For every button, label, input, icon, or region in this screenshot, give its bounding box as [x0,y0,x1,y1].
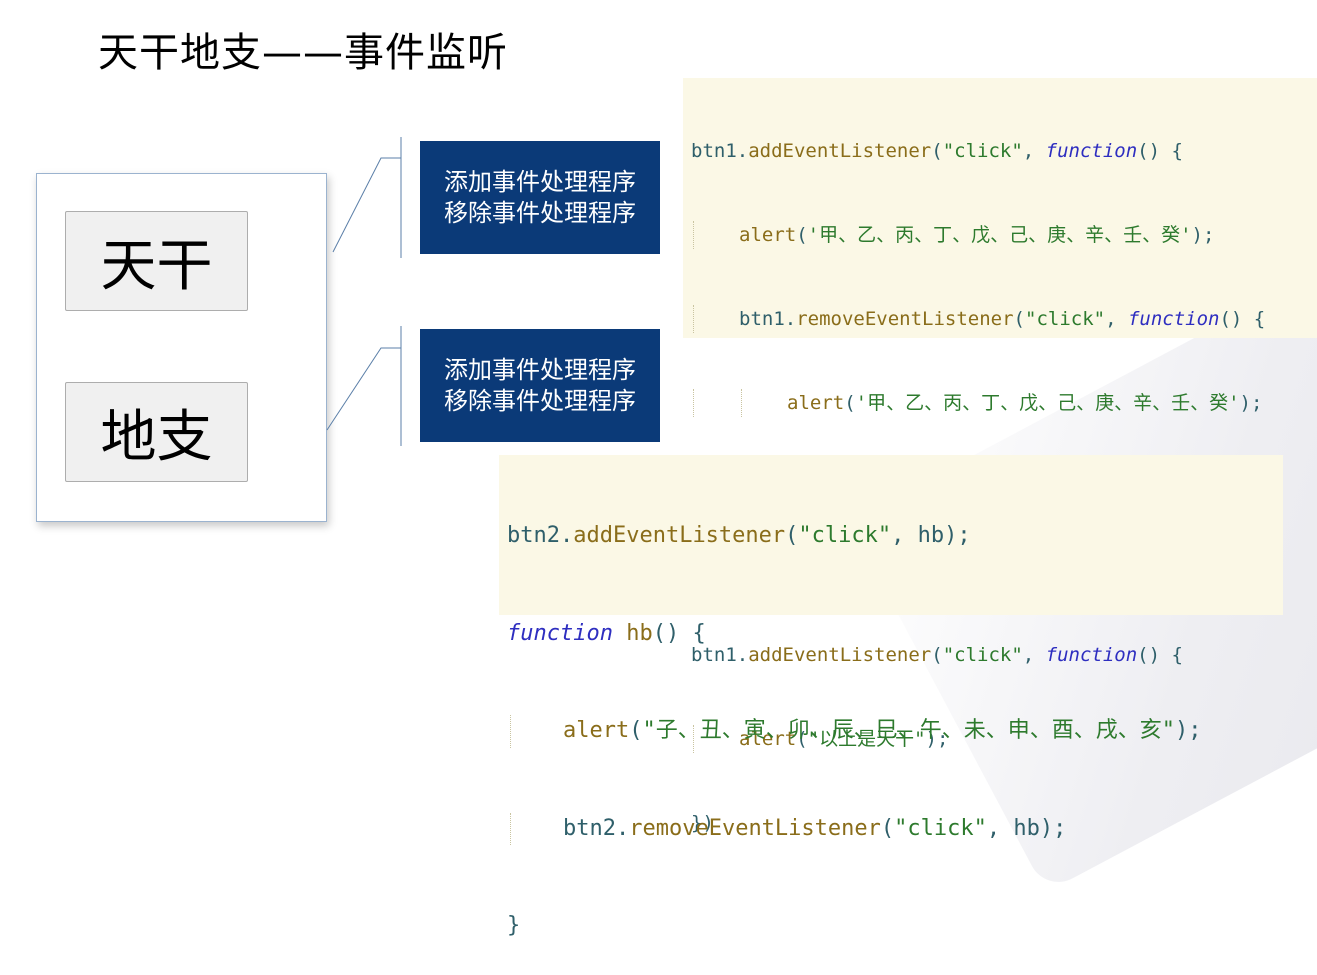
code-line: btn2.removeEventListener("click", hb); [499,812,1283,845]
tiangan-button[interactable]: 天干 [65,211,248,311]
code-line: btn1.removeEventListener("click", functi… [683,305,1317,333]
code-snippet-btn1: btn1.addEventListener("click", function(… [683,78,1317,834]
add-handler-label: 添加事件处理程序 [444,355,636,384]
demo-window: 天干 地支 [36,173,327,522]
code-line: btn2.addEventListener("click", hb); [507,523,971,548]
event-handler-box-2: 添加事件处理程序 移除事件处理程序 [420,329,660,442]
code-line: alert('甲、乙、丙、丁、戊、己、庚、辛、壬、癸'); [683,221,1317,249]
dizhi-button[interactable]: 地支 [65,382,248,482]
code-line: function hb() { [507,620,706,646]
code-line: alert('甲、乙、丙、丁、戊、己、庚、辛、壬、癸'); [683,389,1317,417]
code-snippet-btn2: btn2.addEventListener("click", hb); func… [499,455,1283,938]
code-line: } [507,913,521,938]
code-line: btn1.addEventListener("click", function(… [691,140,1183,162]
page-title: 天干地支——事件监听 [98,30,508,76]
code-line: alert("子、丑、寅、卯、辰、巳、午、未、申、酉、戌、亥"); [499,715,1283,748]
remove-handler-label: 移除事件处理程序 [444,386,636,415]
add-handler-label: 添加事件处理程序 [444,167,636,196]
event-handler-box-1: 添加事件处理程序 移除事件处理程序 [420,141,660,254]
remove-handler-label: 移除事件处理程序 [444,198,636,227]
